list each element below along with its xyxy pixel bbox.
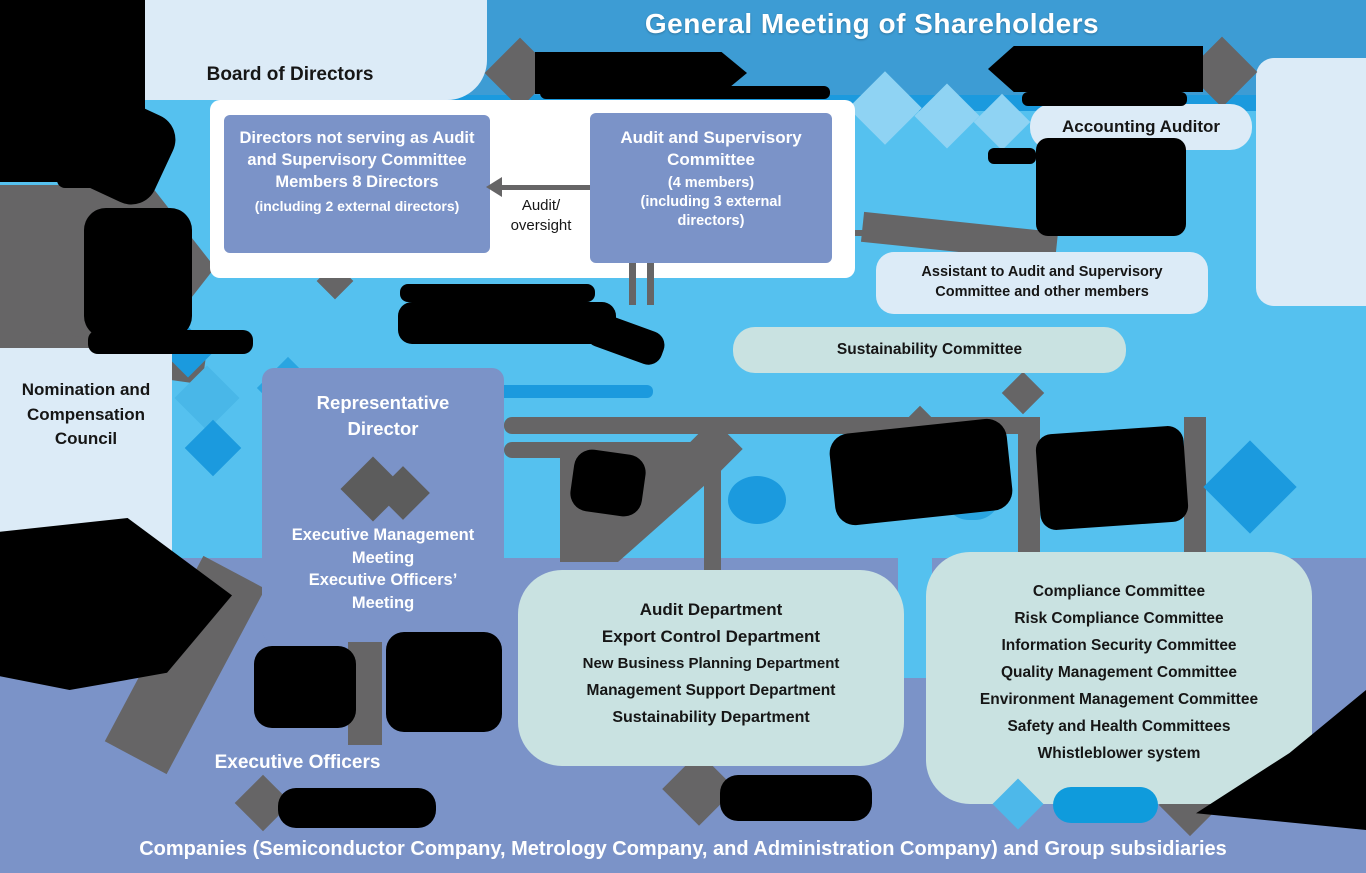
garbled-text-blob [988, 46, 1203, 92]
committee-item: Compliance Committee [1032, 583, 1206, 600]
directors-line: Members 8 Directors [275, 172, 439, 191]
representative-director-line: Representative [316, 392, 450, 413]
department-item: Sustainability Department [612, 709, 810, 726]
audit-committee-note: (including 3 external [640, 194, 782, 211]
committee-item: Safety and Health Committees [1007, 718, 1231, 735]
audit-committee-note: (4 members) [667, 175, 755, 192]
garbled-text-blob [1034, 424, 1190, 532]
garbled-text-blob [988, 148, 1036, 164]
nomination-line: Nomination and [21, 380, 151, 399]
board-of-directors-label: Board of Directors [206, 64, 374, 85]
audit-committee-line: Committee [667, 150, 755, 170]
department-item: Export Control Department [601, 627, 821, 646]
garbled-text-blob [581, 309, 669, 369]
directors-note: (including 2 external directors) [254, 198, 460, 215]
committee-item: Risk Compliance Committee [1014, 610, 1224, 627]
assistant-line: Assistant to Audit and Supervisory [921, 264, 1163, 280]
garbled-text-blob [278, 788, 436, 828]
garbled-text-blob [254, 646, 356, 728]
executive-meeting-line: Executive Management [291, 525, 475, 544]
executive-meeting-line: Meeting [351, 594, 415, 613]
committee-drop-line [629, 263, 636, 305]
garbled-blue-label [1053, 787, 1158, 823]
departments-box: Audit Department Export Control Departme… [518, 570, 904, 766]
right-light-column [1256, 58, 1366, 306]
audit-oversight-label: Audit/ oversight [510, 197, 572, 235]
blue-bar [478, 385, 653, 398]
department-item: Management Support Department [586, 682, 836, 699]
audit-committee-note: directors) [677, 212, 745, 229]
sustainability-connector [1001, 371, 1045, 415]
representative-director-box: Representative Director Executive Manage… [262, 368, 504, 642]
garbled-text-blob [720, 775, 872, 821]
committees-box: Compliance Committee Risk Compliance Com… [926, 552, 1312, 804]
committee-item: Quality Management Committee [1001, 664, 1237, 681]
assistant-line: Committee and other members [935, 284, 1149, 301]
garbled-text-blob [568, 447, 648, 519]
blue-blob [728, 476, 786, 524]
representative-director-line: Director [347, 417, 419, 439]
sustainability-box: Sustainability Committee [733, 327, 1126, 373]
executive-officers-label: Executive Officers [214, 752, 381, 773]
garbled-text-blob [827, 416, 1015, 528]
executive-meeting-line: Meeting [351, 548, 415, 567]
nomination-line: Council [54, 429, 118, 449]
department-item: Audit Department [639, 600, 783, 619]
garbled-text-blob [88, 330, 253, 354]
committee-item: Information Security Committee [1001, 637, 1237, 654]
garbled-text-blob [1036, 138, 1186, 236]
diagram-title: General Meeting of Shareholders [644, 8, 1100, 39]
audit-committee-line: Audit and Supervisory [620, 128, 802, 147]
directors-box: Directors not serving as Audit and Super… [224, 115, 490, 253]
nomination-line: Compensation [26, 404, 146, 424]
vert-connector [704, 470, 721, 575]
bracket-left-leg [1018, 417, 1040, 565]
directors-line: Directors not serving as Audit [239, 129, 475, 147]
committee-item: Whistleblower system [1037, 745, 1201, 762]
assistant-box: Assistant to Audit and Supervisory Commi… [876, 252, 1208, 314]
companies-bar-label: Companies (Semiconductor Company, Metrol… [139, 838, 1227, 860]
blue-diamond [184, 419, 242, 477]
audit-oversight-arrowhead [486, 177, 502, 197]
executive-meeting-line: Executive Officers’ [308, 571, 458, 590]
committee-item: Environment Management Committee [979, 691, 1259, 708]
garbled-text-blob [386, 632, 502, 732]
blue-diamond [1203, 440, 1297, 534]
audit-committee-box: Audit and Supervisory Committee (4 membe… [590, 113, 832, 263]
audit-oversight-arrow [500, 185, 592, 190]
garbled-text-blob [57, 172, 152, 188]
garbled-text-blob [1022, 92, 1187, 106]
garbled-text-blob [84, 208, 192, 338]
bracket-right-leg [1184, 417, 1206, 559]
accounting-auditor-label: Accounting Auditor [1061, 117, 1220, 136]
garbled-text-blob [398, 302, 616, 344]
department-item: New Business Planning Department [582, 655, 840, 672]
directors-line: and Supervisory Committee [247, 150, 467, 169]
committee-drop-line [647, 263, 654, 305]
sustainability-label: Sustainability Committee [836, 341, 1023, 358]
garbled-text-blob [540, 86, 830, 99]
garbled-text-blob [400, 284, 595, 302]
board-banner [95, 0, 487, 100]
